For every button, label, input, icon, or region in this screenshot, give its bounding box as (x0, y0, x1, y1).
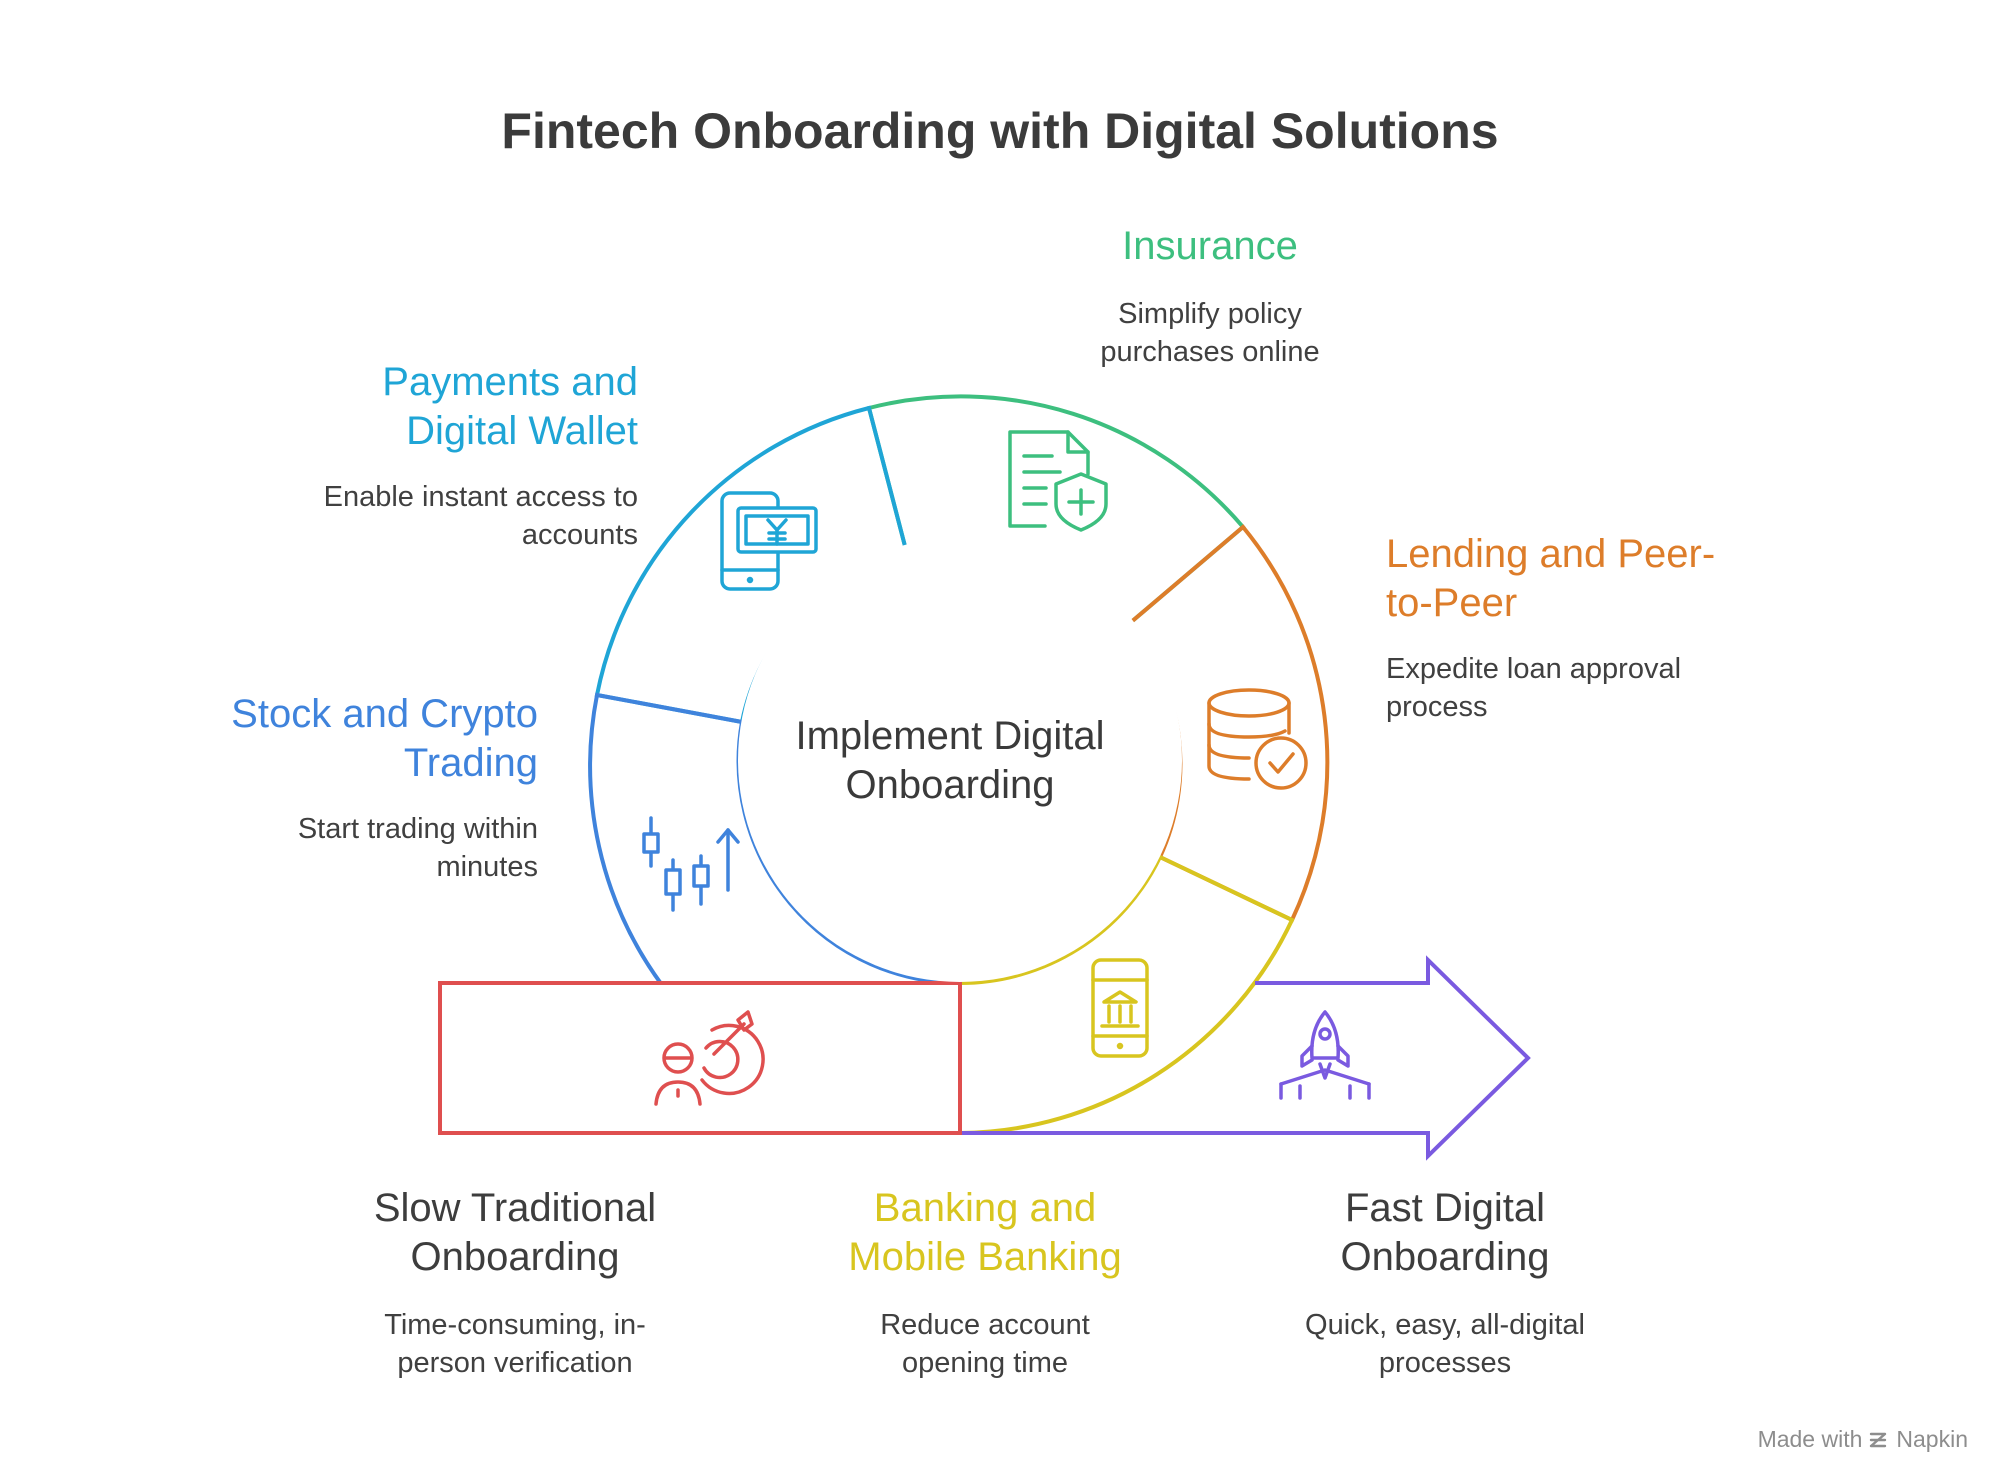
stock-label: Stock and Crypto Trading Start trading w… (180, 690, 538, 886)
slow-title-line1: Slow Traditional (373, 1186, 657, 1230)
lending-label: Lending and Peer- to-Peer Expedite loan … (1386, 530, 1806, 726)
slow-title-line2: Onboarding (410, 1235, 620, 1279)
payments-label: Payments and Digital Wallet Enable insta… (240, 358, 638, 554)
insurance-title: Insurance (1122, 224, 1298, 268)
fast-onboarding-arrow (960, 955, 1531, 1161)
mobile-payment-icon (720, 491, 818, 591)
lending-title-line1: Lending and Peer- (1386, 532, 1716, 576)
payments-desc-line2: accounts (521, 519, 638, 551)
insurance-desc-line1: Simplify policy (1118, 298, 1302, 330)
payments-title-line2: Digital Wallet (406, 409, 638, 453)
banking-label: Banking and Mobile Banking Reduce accoun… (810, 1184, 1160, 1382)
mobile-bank-icon (1091, 958, 1149, 1058)
center-circle (738, 538, 1182, 982)
banking-title-line2: Mobile Banking (848, 1235, 1122, 1279)
made-with-text: Made with (1757, 1426, 1863, 1452)
stock-title-line1: Stock and Crypto (231, 692, 538, 736)
fast-title-line2: Onboarding (1340, 1235, 1550, 1279)
insurance-desc-line2: purchases online (1100, 336, 1320, 368)
stock-desc-line2: minutes (436, 851, 538, 883)
page-title: Fintech Onboarding with Digital Solution… (501, 103, 1499, 159)
fast-title-line1: Fast Digital (1344, 1186, 1546, 1230)
fast-label: Fast Digital Onboarding Quick, easy, all… (1270, 1184, 1620, 1382)
insurance-policy-icon (1008, 430, 1108, 532)
banking-title-line1: Banking and (873, 1186, 1097, 1230)
stock-desc-line1: Start trading within (297, 813, 538, 845)
slow-desc-line1: Time-consuming, in- (384, 1309, 646, 1341)
coin-stack-check-icon (1207, 688, 1308, 790)
lending-desc-line1: Expedite loan approval (1386, 653, 1682, 685)
banking-desc-line1: Reduce account (880, 1309, 1090, 1341)
slow-label: Slow Traditional Onboarding Time-consumi… (330, 1184, 700, 1382)
rocket-launch-icon (1279, 1010, 1371, 1100)
napkin-logo-icon (1870, 1432, 1887, 1447)
made-with-napkin: Made with Napkin (1758, 1426, 1968, 1453)
fast-desc-line2: processes (1378, 1347, 1512, 1379)
payments-title-line1: Payments and (382, 360, 638, 404)
lending-desc-line2: process (1386, 691, 1488, 723)
center-label-line1: Implement Digital (795, 714, 1105, 758)
candlestick-chart-icon (642, 816, 740, 912)
payments-desc-line1: Enable instant access to (323, 481, 638, 513)
slow-onboarding-box (438, 981, 962, 1135)
napkin-brand-text: Napkin (1896, 1426, 1968, 1452)
banking-desc-line2: opening time (901, 1347, 1069, 1379)
center-label-line2: Onboarding (845, 763, 1055, 807)
fast-desc-line1: Quick, easy, all-digital (1305, 1309, 1585, 1341)
target-person-icon (654, 1010, 765, 1106)
slow-desc-line2: person verification (397, 1347, 633, 1379)
insurance-label: Insurance Simplify policy purchases onli… (1050, 222, 1370, 371)
lending-title-line2: to-Peer (1386, 581, 1518, 625)
stock-title-line2: Trading (403, 741, 538, 785)
center-label: Implement Digital Onboarding (740, 712, 1160, 810)
